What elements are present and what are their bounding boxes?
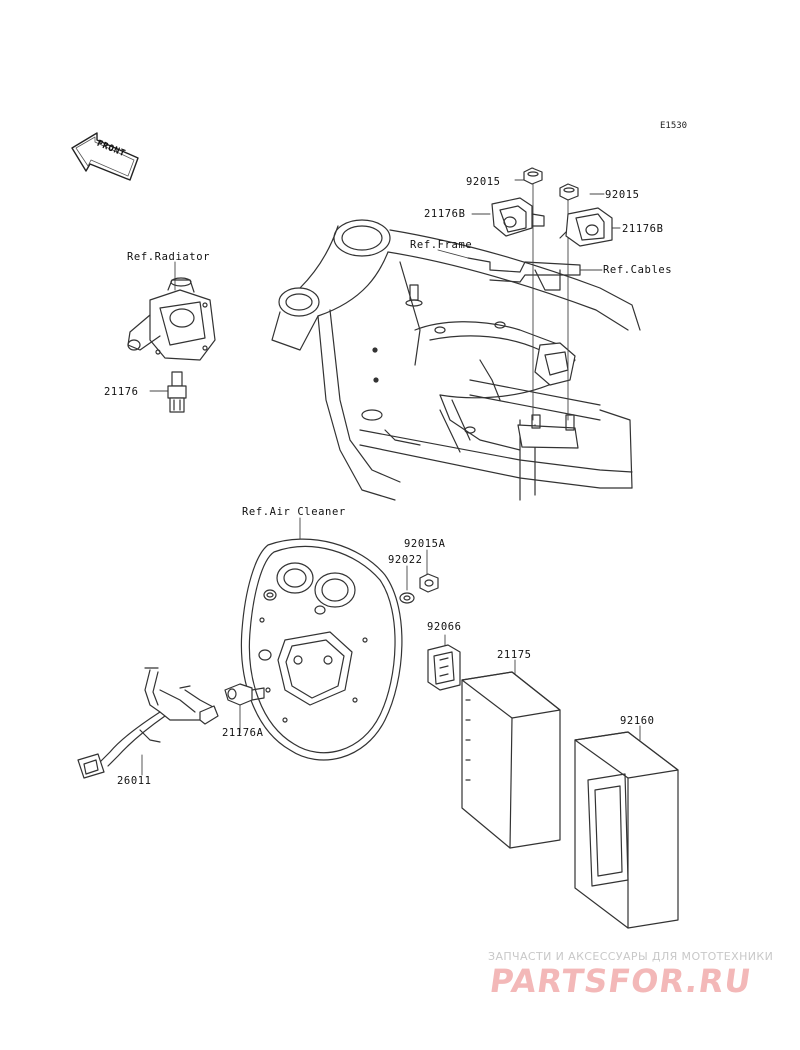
label-92160: 92160	[620, 715, 655, 727]
nut-92015a	[419, 573, 439, 593]
connector-92066	[427, 644, 461, 691]
label-26011: 26011	[117, 775, 152, 787]
nut-92015-left	[523, 167, 543, 185]
frame-illustration	[271, 219, 641, 501]
label-ref-frame: Ref.Frame	[410, 239, 473, 251]
air-cleaner-plate	[240, 538, 403, 761]
label-21175: 21175	[497, 649, 532, 661]
cover-92160	[574, 731, 679, 929]
watermark-brand: PARTSFOR.RU	[487, 962, 755, 1000]
label-21176b-right: 21176B	[622, 223, 664, 235]
label-ref-radiator: Ref.Radiator	[127, 251, 211, 263]
label-92015-right: 92015	[605, 189, 640, 201]
sensor-21176a	[224, 683, 265, 706]
label-ref-air-cleaner: Ref.Air Cleaner	[242, 506, 346, 518]
sensor-21176	[167, 371, 187, 413]
label-21176a: 21176A	[222, 727, 264, 739]
watermark-tagline: ЗАПЧАСТИ И АКСЕССУАРЫ ДЛЯ МОТОТЕХНИКИ	[488, 950, 774, 963]
ecu-21175	[461, 671, 561, 849]
nut-92015-right	[559, 183, 579, 201]
sensor-21176b-left	[491, 197, 545, 237]
label-92066: 92066	[427, 621, 462, 633]
diagram-code: E1530	[660, 121, 688, 131]
washer-92022	[399, 592, 415, 604]
front-arrow-icon	[71, 132, 139, 181]
label-92015a: 92015A	[404, 538, 446, 550]
wiring-harness-26011	[77, 667, 219, 779]
label-92022: 92022	[388, 554, 423, 566]
sensor-21176b-right	[559, 207, 613, 247]
label-21176: 21176	[104, 386, 139, 398]
label-21176b-left: 21176B	[424, 208, 466, 220]
label-ref-cables: Ref.Cables	[603, 264, 673, 276]
label-92015-left: 92015	[466, 176, 501, 188]
cable-bracket	[467, 257, 581, 291]
radiator-housing	[127, 277, 216, 361]
